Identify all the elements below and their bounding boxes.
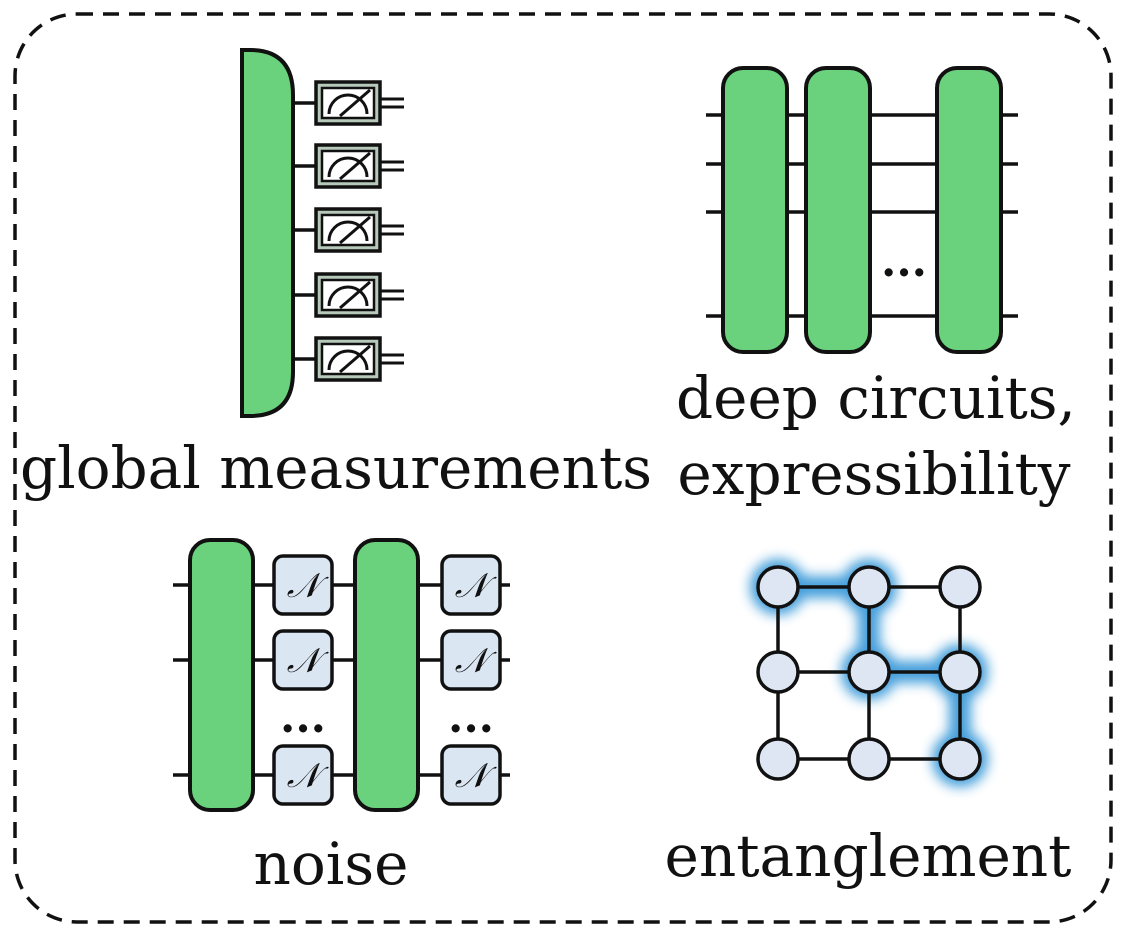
noise-channel-1: 𝒩 [272, 554, 334, 616]
noise-channel-3: 𝒩 [272, 744, 334, 806]
measurement-meters [293, 80, 404, 382]
qubit-node-r1c3 [938, 565, 982, 609]
noise-ellipsis-left: ... [280, 692, 326, 743]
meter-4 [293, 272, 404, 318]
meter-2 [293, 143, 404, 189]
noise-layer-gate-1 [188, 538, 255, 812]
noise-channel-5: 𝒩 [440, 629, 502, 691]
global-measurements-diagram [240, 48, 404, 418]
global-measurements-caption: global measurements [20, 434, 652, 502]
dashed-frame [13, 12, 1113, 924]
noise-layer-gate-2 [353, 538, 420, 812]
qubit-node-r3c2 [847, 737, 891, 781]
noise-channel-4: 𝒩 [440, 554, 502, 616]
qubit-node-r1c1 [756, 565, 800, 609]
layer-gate-n [935, 66, 1003, 354]
entanglement-caption: entanglement [665, 822, 1072, 890]
deep-circuits-caption-line1: deep circuits, [676, 364, 1076, 432]
meter-1 [293, 80, 404, 126]
noise-ellipsis-right: ... [448, 692, 494, 743]
ellipsis-dots: ... [881, 236, 927, 287]
lattice-nodes [756, 565, 982, 781]
qubit-node-r2c2 [847, 650, 891, 694]
meter-3 [293, 207, 404, 253]
qubit-node-r1c2 [847, 565, 891, 609]
deep-circuits-diagram: ... [706, 66, 1018, 354]
noise-caption: noise [254, 830, 409, 898]
entanglement-diagram [750, 559, 988, 787]
global-unitary-gate [240, 48, 295, 418]
layer-gate-1 [721, 66, 789, 354]
meter-5 [293, 336, 404, 382]
noise-channel-6: 𝒩 [440, 744, 502, 806]
layer-gate-2 [804, 66, 872, 354]
qubit-node-r3c3 [938, 737, 982, 781]
qubit-node-r3c1 [756, 737, 800, 781]
qubit-node-r2c1 [756, 650, 800, 694]
qubit-node-r2c3 [938, 650, 982, 694]
noise-channel-2: 𝒩 [272, 629, 334, 691]
deep-circuits-caption-line2: expressibility [677, 440, 1070, 508]
